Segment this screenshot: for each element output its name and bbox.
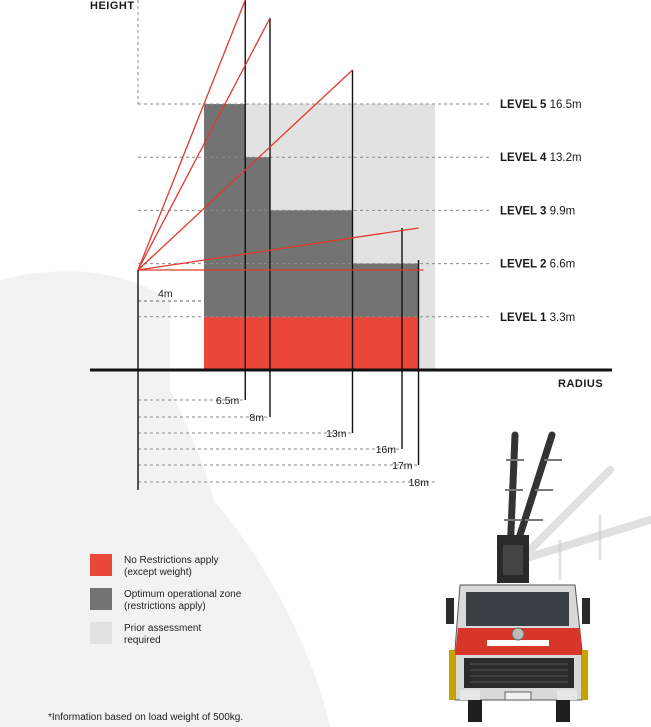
guides-layer xyxy=(138,103,492,483)
level-name: LEVEL 1 xyxy=(500,312,550,324)
level-value: 9.9m xyxy=(550,205,576,217)
legend-light-line1: Prior assessment xyxy=(124,623,201,634)
radius-label-3: 16m xyxy=(376,444,397,456)
level-label-5: LEVEL 5 16.5m xyxy=(500,99,582,111)
boom-ray-3 xyxy=(137,227,419,271)
radius-label-0: 6.5m xyxy=(216,395,240,407)
legend-dark-line1: Optimum operational zone xyxy=(124,589,242,600)
zones-layer xyxy=(204,104,435,371)
level-value: 16.5m xyxy=(550,99,582,111)
level-label-3: LEVEL 3 9.9m xyxy=(500,205,575,217)
radius-label-5: 18m xyxy=(409,477,430,489)
level-name: LEVEL 5 xyxy=(500,99,550,111)
level-name: LEVEL 2 xyxy=(500,259,550,271)
legend-light-line2: required xyxy=(124,635,161,646)
legend-swatch-light xyxy=(90,622,112,644)
height-axis-label: HEIGHT xyxy=(90,0,135,12)
legend-swatch-dark xyxy=(90,588,112,610)
level-value: 3.3m xyxy=(550,312,576,324)
axes-layer xyxy=(90,0,612,490)
footnote: *Information based on load weight of 500… xyxy=(48,712,243,723)
level-label-2: LEVEL 2 6.6m xyxy=(500,259,575,271)
legend-red-line1: No Restrictions apply xyxy=(124,555,218,566)
zone-no-restrictions xyxy=(204,316,419,370)
legend-dark-line2: (restrictions apply) xyxy=(124,601,206,612)
radius-label-2: 13m xyxy=(326,428,347,440)
level-label-4: LEVEL 4 13.2m xyxy=(500,152,582,164)
radius-label-4: 17m xyxy=(392,460,413,472)
level-value: 13.2m xyxy=(550,152,582,164)
crane-truck-illustration xyxy=(446,431,651,722)
legend-swatch-red xyxy=(90,554,112,576)
legend: No Restrictions apply (except weight) Op… xyxy=(90,554,242,646)
level-value: 6.6m xyxy=(550,259,576,271)
legend-red-line2: (except weight) xyxy=(124,567,192,578)
background-hand-watermark xyxy=(0,271,330,727)
boom-rays-layer xyxy=(137,0,424,465)
boom-ray-1 xyxy=(137,17,271,271)
level-label-1: LEVEL 1 3.3m xyxy=(500,312,575,324)
level-name: LEVEL 3 xyxy=(500,205,550,217)
radius-label-1: 8m xyxy=(249,412,264,424)
boom-ray-2 xyxy=(137,69,353,271)
offset-label: 4m xyxy=(158,288,173,300)
level-name: LEVEL 4 xyxy=(500,152,550,164)
boom-ray-0 xyxy=(137,0,246,271)
radius-axis-label: RADIUS xyxy=(558,378,603,390)
